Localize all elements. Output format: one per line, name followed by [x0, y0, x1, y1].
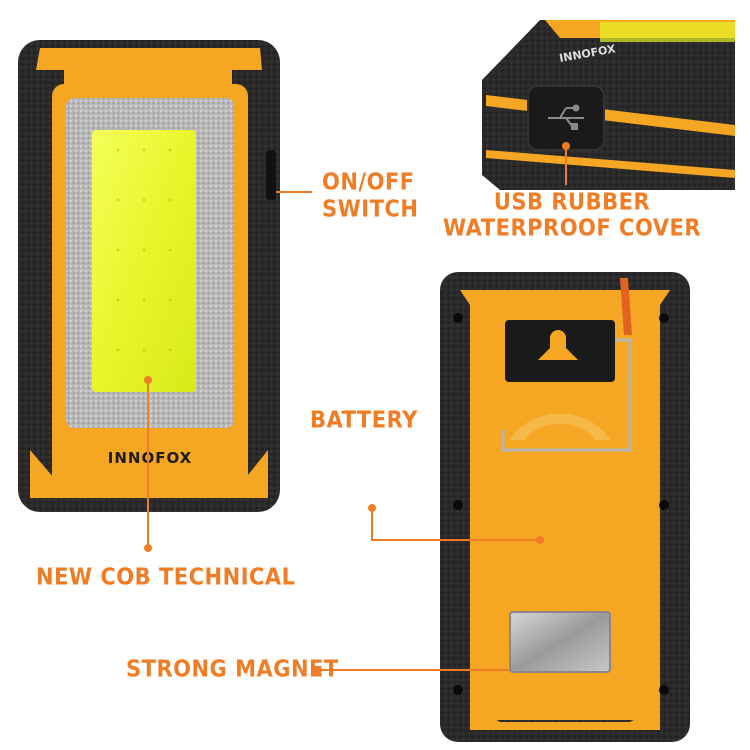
- callout-battery: BATTERY: [310, 407, 418, 433]
- screw-holes: [453, 313, 669, 695]
- callout-dot-magnet: [314, 666, 322, 674]
- callout-dot-cob: [144, 544, 152, 552]
- on-off-switch-button: [266, 150, 276, 200]
- callout-dots: [144, 142, 570, 674]
- strong-magnet: [509, 611, 611, 673]
- callout-lines: [147, 146, 567, 671]
- brand-logo-front: INNOFOX: [108, 449, 192, 467]
- hook-tab: [620, 278, 632, 335]
- callout-on-off-line1: ON/OFF: [322, 169, 415, 195]
- usb-icon: [548, 104, 584, 130]
- usb-end-led-edge: [600, 22, 735, 42]
- led-dots: [116, 148, 172, 352]
- callout-magnet: STRONG MAGNET: [126, 656, 339, 682]
- brand-plate: [78, 436, 222, 476]
- callout-usb-line2: WATERPROOF COVER: [442, 215, 702, 241]
- usb-end-orange-stripe-lower: [486, 150, 735, 178]
- metal-hook-wire: [501, 338, 632, 452]
- front-top-bumper: [36, 48, 262, 90]
- callout-dot-battery: [368, 504, 376, 512]
- callout-on-off-line2: SWITCH: [322, 196, 419, 222]
- cob-led-panel: [92, 130, 196, 392]
- callout-dot-battery-end: [536, 536, 544, 544]
- front-light: INNOFOX: [18, 40, 280, 512]
- back-top-rim: [460, 290, 670, 305]
- callout-dot-cob-top: [144, 376, 152, 384]
- callout-cob: NEW COB TECHNICAL: [36, 564, 296, 590]
- callout-usb-line1: USB RUBBER: [493, 189, 651, 215]
- callout-line-battery: [371, 508, 540, 541]
- callout-dot-usb: [562, 142, 570, 150]
- hook-arc: [510, 413, 610, 440]
- usb-end-view: INNOFOX: [482, 20, 735, 190]
- back-bottom-rim: [470, 705, 660, 730]
- keyhole-slot: [538, 330, 578, 360]
- back-view: [440, 272, 690, 742]
